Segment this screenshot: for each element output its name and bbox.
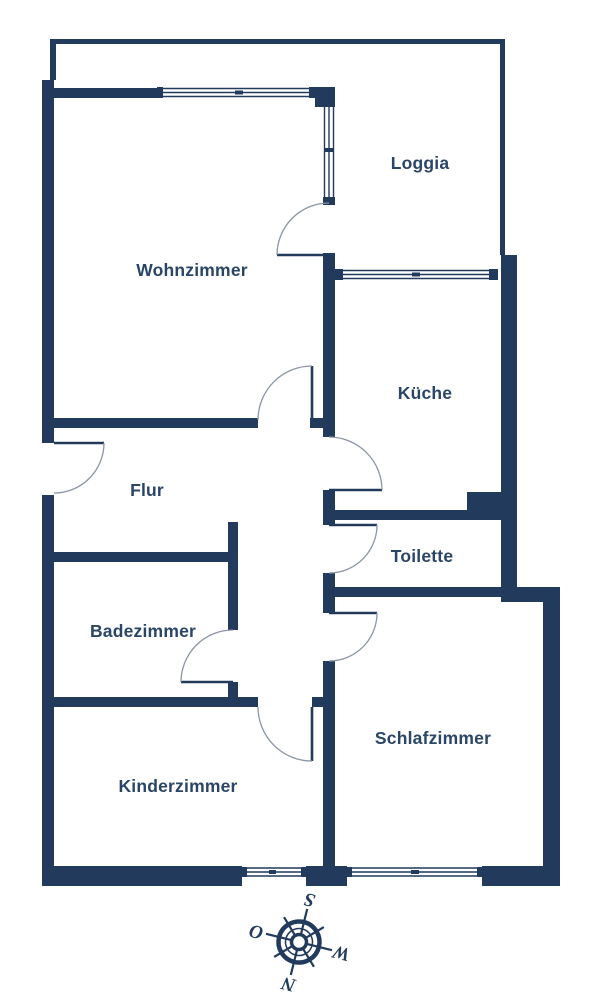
wall-wohnzimmer-top xyxy=(54,88,157,98)
outer-wall-bottom-pier xyxy=(306,866,347,886)
loggia-wall-left-stub xyxy=(50,39,56,80)
wall-toilette-top xyxy=(335,510,467,520)
room-label-kueche: Küche xyxy=(398,383,453,403)
wall-kueche-step xyxy=(467,492,502,520)
outer-wall-right-step xyxy=(501,587,543,602)
exterior-walls xyxy=(42,80,560,886)
wall-kinderzimmer-top-stub xyxy=(312,697,335,707)
room-label-loggia: Loggia xyxy=(391,153,450,173)
wall-wohnzimmer-bottom xyxy=(54,418,258,428)
outer-wall-left-lower xyxy=(42,495,54,886)
wall-toilette-bottom xyxy=(335,587,502,597)
room-labels: Loggia Wohnzimmer Küche Flur Toilette Ba… xyxy=(90,153,491,796)
outer-wall-bottom-left xyxy=(42,866,242,886)
room-label-wohnzimmer: Wohnzimmer xyxy=(136,260,248,280)
wall-divider-wohn-kueche xyxy=(323,253,335,437)
compass-outer-ring xyxy=(276,919,322,965)
loggia-outline xyxy=(50,39,505,255)
compass-north-label: N xyxy=(278,972,299,996)
compass-rose: N O S W xyxy=(247,888,353,996)
wall-wohnzimmer-bottom-stub xyxy=(310,418,323,428)
wall-flur-bad-divider xyxy=(228,522,238,630)
outer-wall-right-upper xyxy=(501,255,517,597)
wall-central-1 xyxy=(323,490,335,525)
compass-spokes xyxy=(265,908,333,976)
compass-inner-ring xyxy=(284,927,314,957)
window-schlafzimmer xyxy=(347,866,482,886)
loggia-wall-top xyxy=(50,39,505,44)
wall-flur-bad-stub xyxy=(228,682,238,697)
room-label-kinderzimmer: Kinderzimmer xyxy=(118,776,237,796)
room-label-badezimmer: Badezimmer xyxy=(90,621,196,641)
door-loggia xyxy=(276,202,330,257)
windows xyxy=(157,87,498,886)
wall-kinderzimmer-top xyxy=(54,697,258,707)
wall-divider-kinder-schlaf xyxy=(323,697,335,866)
outer-wall-right-lower xyxy=(543,587,560,886)
outer-wall-left-upper xyxy=(42,80,54,443)
door-badezimmer xyxy=(180,629,234,684)
outer-wall-bottom-right xyxy=(482,866,560,886)
wall-badezimmer-top xyxy=(54,552,228,562)
compass-south-label: S xyxy=(302,888,317,911)
window-wohnzimmer xyxy=(157,87,315,98)
room-label-toilette: Toilette xyxy=(391,546,454,566)
door-entry xyxy=(53,441,105,494)
door-kueche xyxy=(328,436,383,492)
compass-east-label: O xyxy=(247,919,266,943)
wall-central-3 xyxy=(323,661,335,697)
room-label-flur: Flur xyxy=(130,480,164,500)
window-loggia-side xyxy=(323,107,335,197)
room-label-schlafzimmer: Schlafzimmer xyxy=(375,728,491,748)
loggia-wall-right xyxy=(500,39,505,255)
wall-window-cap xyxy=(323,197,335,205)
doors xyxy=(53,202,383,762)
wall-central-2 xyxy=(323,573,335,613)
door-kinderzimmer xyxy=(257,706,314,762)
door-toilette xyxy=(328,523,378,574)
window-kinderzimmer xyxy=(242,866,306,886)
window-kueche xyxy=(335,269,498,280)
door-schlafzimmer xyxy=(328,611,378,662)
interior-walls xyxy=(54,87,502,866)
door-wohnzimmer xyxy=(257,365,314,421)
compass-hub xyxy=(289,932,309,952)
wall-corner-block xyxy=(315,87,335,107)
compass-west-label: W xyxy=(330,940,353,965)
